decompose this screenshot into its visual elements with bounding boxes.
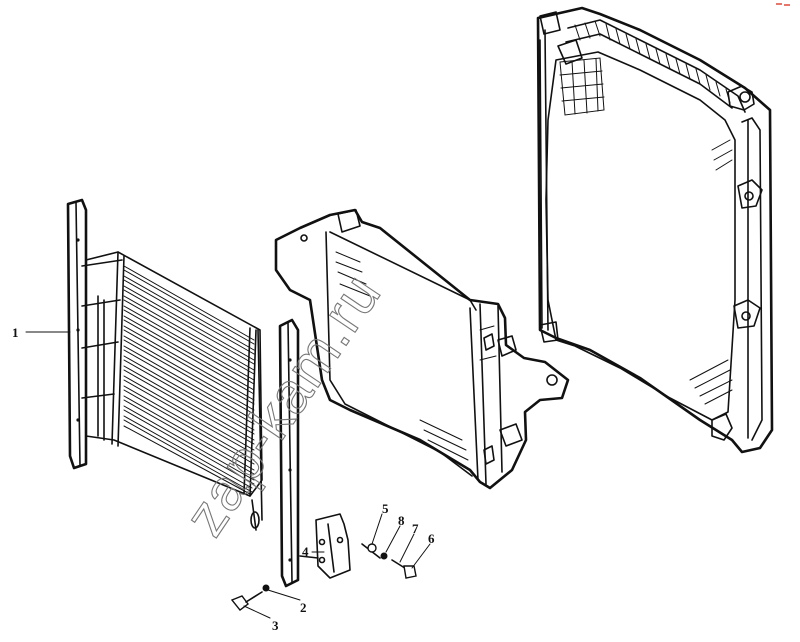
callout-4: 4 bbox=[302, 544, 325, 559]
mounting-bracket bbox=[315, 513, 351, 579]
callout-6: 6 bbox=[411, 531, 435, 569]
callout-2: 2 bbox=[267, 589, 307, 615]
fan-shroud bbox=[274, 208, 570, 490]
radiator-frame bbox=[536, 6, 774, 454]
callout-number-3: 3 bbox=[272, 618, 279, 633]
callout-number-6: 6 bbox=[428, 531, 435, 546]
right-mounting-rail bbox=[278, 318, 300, 588]
callout-number-2: 2 bbox=[300, 600, 307, 615]
watermark-text: zap-kam.ru bbox=[172, 262, 394, 547]
callout-number-1: 1 bbox=[12, 325, 19, 340]
callout-1: 1 bbox=[12, 325, 71, 340]
callout-3: 3 bbox=[243, 605, 279, 633]
callout-number-7: 7 bbox=[412, 521, 419, 536]
callout-number-8: 8 bbox=[398, 513, 405, 528]
callout-number-4: 4 bbox=[302, 544, 309, 559]
callout-8: 8 bbox=[385, 513, 405, 553]
corner-mark bbox=[776, 3, 790, 6]
condenser-core bbox=[81, 251, 263, 531]
callout-5: 5 bbox=[371, 501, 389, 545]
callout-number-5: 5 bbox=[382, 501, 389, 516]
fasteners bbox=[230, 543, 417, 611]
callout-7: 7 bbox=[399, 521, 419, 563]
left-mounting-rail bbox=[66, 198, 88, 470]
